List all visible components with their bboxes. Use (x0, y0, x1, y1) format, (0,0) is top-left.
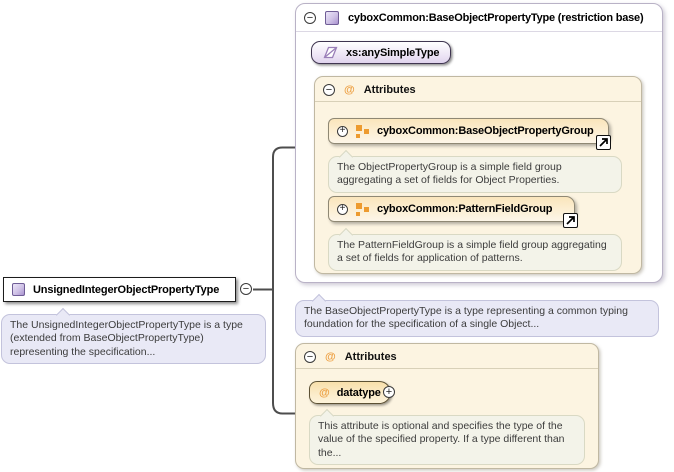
attribute-datatype-badge[interactable]: @ datatype (309, 381, 391, 404)
at-icon: @ (325, 351, 336, 363)
group-label: cyboxCommon:PatternFieldGroup (377, 203, 553, 215)
attribute-group-icon (356, 124, 369, 138)
arrow-up-right-icon (566, 216, 575, 225)
complex-type-icon (325, 11, 339, 25)
base-type-header: − cyboxCommon:BaseObjectPropertyType (re… (296, 4, 662, 32)
attr-group-base-object-property-group[interactable]: + cyboxCommon:BaseObjectPropertyGroup (328, 118, 609, 144)
collapse-glyph: − (242, 283, 250, 295)
collapse-glyph: − (306, 351, 314, 363)
base-type-annotation: The BaseObjectPropertyType is a type rep… (295, 300, 659, 337)
external-link-icon[interactable] (563, 213, 578, 228)
group-expand-toggle[interactable]: + (337, 203, 348, 215)
at-icon: @ (319, 386, 330, 399)
expand-glyph: + (339, 125, 346, 136)
root-type-annotation: The UnsignedIntegerObjectPropertyType is… (1, 314, 266, 365)
attr-group-pattern-field-group[interactable]: + cyboxCommon:PatternFieldGroup (328, 196, 575, 222)
root-type-node[interactable]: UnsignedIntegerObjectPropertyType (3, 277, 236, 302)
group-expand-toggle[interactable]: + (337, 125, 348, 137)
local-attributes-section: − @ Attributes @ datatype + This attribu… (295, 343, 599, 469)
attributes-collapse-toggle[interactable]: − (304, 351, 316, 363)
group-label: cyboxCommon:BaseObjectPropertyGroup (377, 125, 594, 137)
attributes-collapse-toggle[interactable]: − (323, 84, 335, 96)
expand-glyph: + (339, 203, 346, 214)
attribute-name-label: datatype (336, 386, 381, 399)
root-collapse-toggle[interactable]: − (240, 283, 252, 295)
attributes-header: − @ Attributes (315, 77, 641, 102)
annotation-text: The UnsignedIntegerObjectPropertyType is… (10, 319, 243, 358)
collapse-glyph: − (306, 12, 314, 24)
base-type-title: cyboxCommon:BaseObjectPropertyType (rest… (348, 12, 644, 24)
collapse-glyph: − (325, 84, 333, 96)
at-icon: @ (344, 84, 355, 96)
attribute-annotation: This attribute is optional and specifies… (309, 415, 585, 466)
external-link-icon[interactable] (596, 135, 611, 150)
annotation-text: The PatternFieldGroup is a simple field … (337, 239, 607, 265)
base-type-collapse-toggle[interactable]: − (304, 12, 316, 24)
group-annotation: The ObjectPropertyGroup is a simple fiel… (328, 156, 622, 193)
simple-type-icon (323, 46, 338, 59)
attributes-title: Attributes (363, 84, 416, 96)
root-type-label: UnsignedIntegerObjectPropertyType (33, 283, 220, 296)
complex-type-icon (12, 283, 25, 296)
group-annotation: The PatternFieldGroup is a simple field … (328, 234, 622, 271)
base-type-box[interactable]: − cyboxCommon:BaseObjectPropertyType (re… (295, 3, 663, 283)
expand-glyph: + (385, 386, 393, 398)
attribute-expand-toggle[interactable]: + (383, 386, 395, 398)
annotation-text: The ObjectPropertyGroup is a simple fiel… (337, 161, 562, 187)
annotation-text: The BaseObjectPropertyType is a type rep… (304, 305, 628, 331)
arrow-up-right-icon (599, 138, 608, 147)
attribute-group-icon (356, 202, 369, 216)
base-ref-label: xs:anySimpleType (346, 46, 440, 59)
attributes-title: Attributes (344, 351, 397, 363)
attributes-header: − @ Attributes (296, 344, 598, 369)
annotation-text: This attribute is optional and specifies… (318, 420, 565, 459)
any-simple-type-badge[interactable]: xs:anySimpleType (311, 41, 452, 64)
base-attributes-section: − @ Attributes + cyboxCommon:BaseObjectP… (314, 76, 642, 274)
